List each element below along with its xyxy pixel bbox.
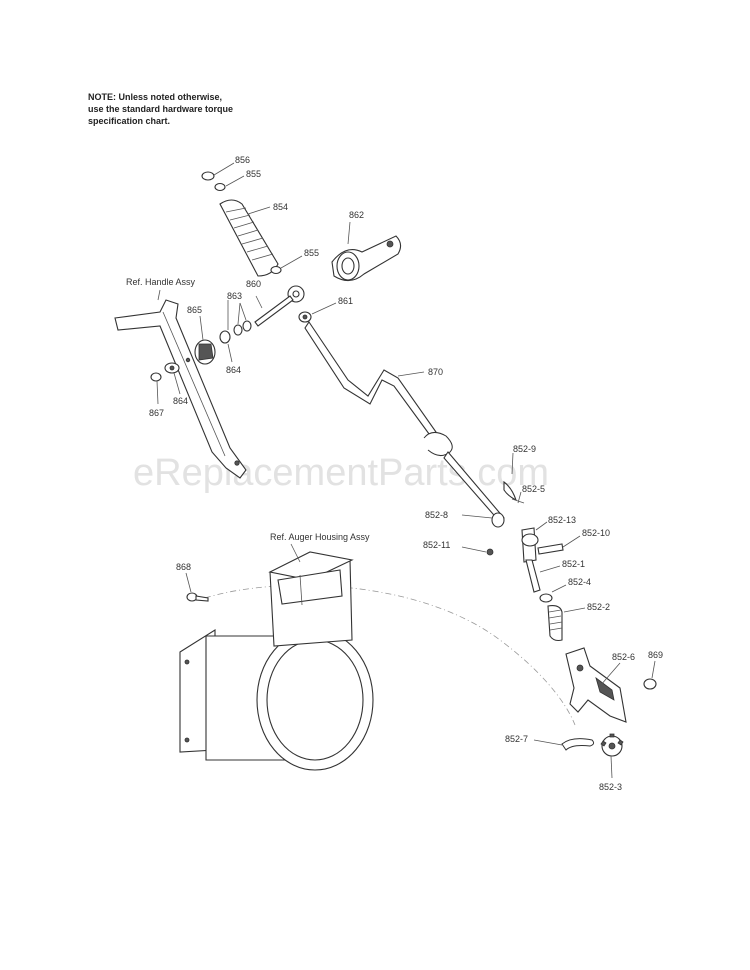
label-852-3: 852-3 xyxy=(599,782,622,792)
label-852-4: 852-4 xyxy=(568,577,591,587)
label-852-7: 852-7 xyxy=(505,734,528,744)
auger-housing xyxy=(179,551,374,771)
shift-rod-870 xyxy=(304,321,505,523)
label-864-left: 864 xyxy=(173,396,188,406)
hairpin-852-7 xyxy=(561,738,595,751)
label-854: 854 xyxy=(273,202,288,212)
watermark: eReplacementParts.com xyxy=(133,452,549,494)
handle-lever xyxy=(114,299,247,479)
note-line-2: use the standard hardware torque xyxy=(88,104,234,114)
label-860: 860 xyxy=(246,279,261,289)
label-865: 865 xyxy=(187,305,202,315)
gear-852-3 xyxy=(600,733,624,757)
label-852-2: 852-2 xyxy=(587,602,610,612)
label-852-8: 852-8 xyxy=(425,510,448,520)
ref-handle-assy: Ref. Handle Assy xyxy=(126,277,196,287)
leader-lines xyxy=(156,162,656,779)
handle-grip xyxy=(219,199,279,277)
label-852-13: 852-13 xyxy=(548,515,576,525)
label-863: 863 xyxy=(227,291,242,301)
nut-867 xyxy=(150,372,162,382)
washer-855-mid xyxy=(270,265,282,275)
note-line-3: specification chart. xyxy=(88,116,171,126)
note-line-1: NOTE: Unless noted otherwise, xyxy=(88,92,223,102)
label-864-right: 864 xyxy=(226,365,241,375)
label-852-11: 852-11 xyxy=(423,540,450,550)
label-868: 868 xyxy=(176,562,191,572)
torque-note: NOTE: Unless noted otherwise, use the st… xyxy=(88,91,288,127)
label-867: 867 xyxy=(149,408,164,418)
bushing-862 xyxy=(331,235,402,282)
label-862: 862 xyxy=(349,210,364,220)
nut-869 xyxy=(643,678,657,690)
label-852-6: 852-6 xyxy=(612,652,635,662)
washer-856 xyxy=(201,171,215,181)
label-852-1: 852-1 xyxy=(562,559,585,569)
label-855-top: 855 xyxy=(246,169,261,179)
label-852-5: 852-5 xyxy=(522,484,545,494)
label-852-9: 852-9 xyxy=(513,444,536,454)
label-856: 856 xyxy=(235,155,250,165)
label-869: 869 xyxy=(648,650,663,660)
knob-865 xyxy=(194,339,216,365)
pivot-hardware xyxy=(219,285,312,344)
bracket-852-6 xyxy=(565,647,627,723)
label-870: 870 xyxy=(428,367,443,377)
washer-855-top xyxy=(214,182,226,192)
label-861: 861 xyxy=(338,296,353,306)
bolt-868 xyxy=(186,592,209,602)
ref-auger-housing-assy: Ref. Auger Housing Assy xyxy=(270,532,370,542)
label-855-mid: 855 xyxy=(304,248,319,258)
linkage-assembly xyxy=(486,480,564,642)
label-852-10: 852-10 xyxy=(582,528,610,538)
